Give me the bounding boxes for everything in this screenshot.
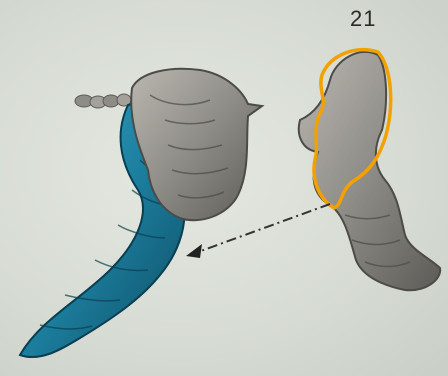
chain-bolt	[75, 94, 131, 108]
